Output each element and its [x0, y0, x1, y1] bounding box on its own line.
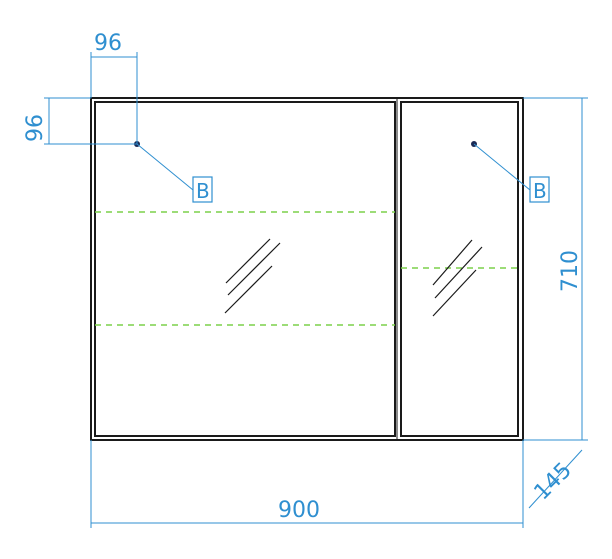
- mirror-hatch-line: [225, 238, 271, 284]
- mirror-hatch-line: [432, 239, 473, 286]
- dimension-label: 710: [558, 250, 583, 292]
- dimension-label: 96: [23, 114, 48, 142]
- mirror-hatch-line: [224, 265, 273, 314]
- callout-label: B: [196, 179, 210, 203]
- callout-box: [192, 176, 213, 203]
- callout-left: B: [134, 141, 213, 203]
- mirror-marks-right: [432, 239, 483, 317]
- cabinet-outline: [90, 97, 524, 441]
- leader-line: [473, 143, 531, 191]
- callout-label: B: [533, 179, 547, 203]
- left-door-frame: [94, 101, 396, 437]
- dimension-line: [528, 449, 583, 509]
- mirror-hatch-line: [434, 246, 483, 299]
- dimension-label: 96: [94, 31, 122, 56]
- dimension-label: 900: [278, 498, 320, 523]
- dimension-width: 900: [90, 440, 524, 528]
- callout-box: [529, 176, 550, 203]
- dimension-offset-y: 96: [23, 97, 137, 145]
- shelves: [95, 211, 520, 326]
- cabinet-outer-frame: [90, 97, 524, 441]
- mirror-marks-left: [224, 238, 281, 314]
- dimension-height: 710: [523, 97, 588, 441]
- dimension-depth: 145: [522, 439, 583, 520]
- mirror-hatch-line: [227, 242, 281, 296]
- callout-right: B: [471, 141, 550, 203]
- mirror-hatch-line: [432, 269, 477, 317]
- dimension-offset-x: 96: [90, 31, 138, 144]
- dimension-label: 145: [530, 458, 577, 505]
- right-door-frame: [400, 101, 519, 437]
- leader-line: [136, 143, 194, 191]
